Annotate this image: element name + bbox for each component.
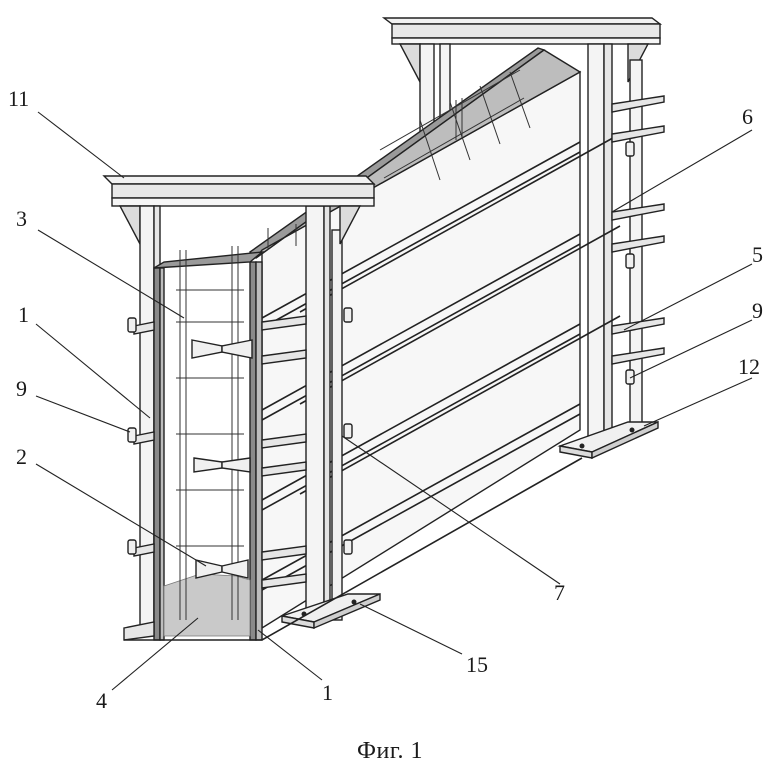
- figure-caption: Фиг. 1: [357, 738, 423, 764]
- label-11: 11: [8, 86, 29, 111]
- rear-crossbeam: [381, 17, 663, 83]
- front-crossbeam: [102, 175, 376, 245]
- rear-brackets: [611, 95, 665, 365]
- reference-labels: 11 3 1 9 2 4 1 15 7 12 9 5 6: [8, 86, 763, 713]
- rear-rebar: [379, 69, 531, 181]
- label-1-lower: 1: [322, 680, 333, 705]
- label-9-left: 9: [16, 376, 27, 401]
- wall-section: [153, 224, 297, 641]
- label-4: 4: [96, 688, 107, 713]
- panel-brackets: [261, 315, 307, 589]
- label-5: 5: [752, 242, 763, 267]
- label-15: 15: [466, 652, 488, 677]
- clamp-bolts: [127, 141, 635, 555]
- concrete-fill: [163, 573, 251, 637]
- label-1-upper: 1: [18, 302, 29, 327]
- rear-base-plate: [557, 420, 659, 460]
- label-7: 7: [554, 580, 565, 605]
- label-9-right: 9: [752, 298, 763, 323]
- label-2: 2: [16, 444, 27, 469]
- leader-lines: [35, 111, 753, 691]
- label-12: 12: [738, 354, 760, 379]
- label-3: 3: [16, 206, 27, 231]
- panel-post: [305, 205, 331, 615]
- base-line: [124, 457, 583, 641]
- label-6: 6: [742, 104, 753, 129]
